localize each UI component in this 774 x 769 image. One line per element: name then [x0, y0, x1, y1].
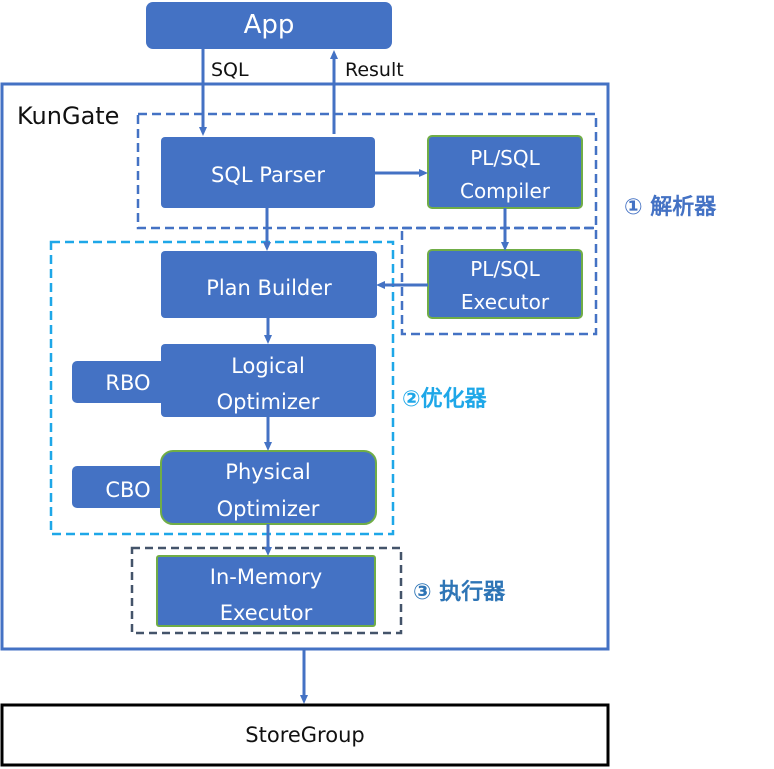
plan-builder-label: Plan Builder — [206, 276, 332, 300]
cbo-label: CBO — [105, 478, 150, 502]
storegroup-label: StoreGroup — [245, 723, 364, 747]
optimizer-region — [49, 240, 395, 536]
logical-optimizer-box — [161, 344, 376, 417]
storegroup-box — [0, 703, 610, 767]
app-label: App — [244, 10, 295, 40]
result-arrow-label: Result — [345, 59, 404, 81]
annotation-optimizer: ②优化器 — [402, 386, 488, 412]
physical-optimizer-label-1: Physical — [225, 460, 310, 484]
app-box — [146, 2, 392, 49]
parser-region — [136, 112, 598, 230]
plan-builder-box — [161, 251, 377, 318]
in-memory-executor-label-1: In-Memory — [210, 565, 323, 589]
annotation-executor: ③ 执行器 — [413, 579, 506, 605]
physical-optimizer-label-2: Optimizer — [217, 497, 320, 521]
in-memory-executor-label-2: Executor — [220, 601, 313, 625]
sql-parser-box — [161, 137, 375, 208]
plsql-compiler-label-1: PL/SQL — [470, 146, 540, 170]
sql-arrow-label: SQL — [211, 59, 249, 81]
sql-parser-label: SQL Parser — [211, 163, 325, 187]
rbo-label: RBO — [105, 371, 150, 395]
cbo-box — [72, 466, 172, 508]
logical-optimizer-label-1: Logical — [231, 354, 305, 378]
kungate-frame — [0, 82, 610, 651]
annotation-parser: ① 解析器 — [624, 194, 717, 220]
logical-optimizer-label-2: Optimizer — [217, 390, 320, 414]
in-memory-executor-box — [156, 555, 376, 627]
rbo-box — [72, 361, 172, 403]
kungate-title: KunGate — [17, 102, 119, 130]
plsql-compiler-label-2: Compiler — [460, 179, 551, 203]
plsql-executor-label-2: Executor — [461, 290, 550, 314]
plsql-executor-label-1: PL/SQL — [470, 257, 540, 281]
executor-plsql-region — [400, 226, 598, 336]
